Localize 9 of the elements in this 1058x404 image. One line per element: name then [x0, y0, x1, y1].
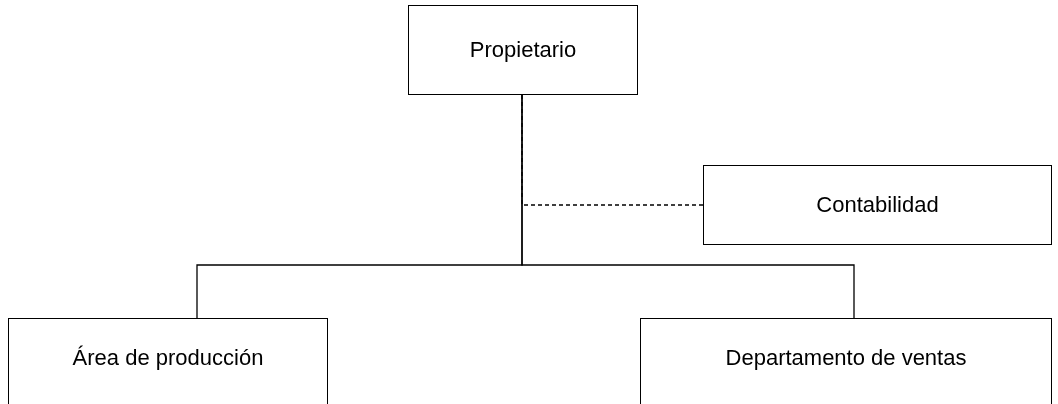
- box-label: Departamento de ventas: [725, 345, 967, 371]
- box-label: Área de producción: [72, 345, 264, 371]
- org-box: [640, 318, 1052, 404]
- box-label: Contabilidad: [816, 192, 939, 218]
- org-box: [408, 5, 638, 95]
- box-label: Propietario: [469, 37, 577, 63]
- org-box: [703, 165, 1052, 245]
- org-box: [8, 318, 328, 404]
- connector-line: [521, 94, 855, 319]
